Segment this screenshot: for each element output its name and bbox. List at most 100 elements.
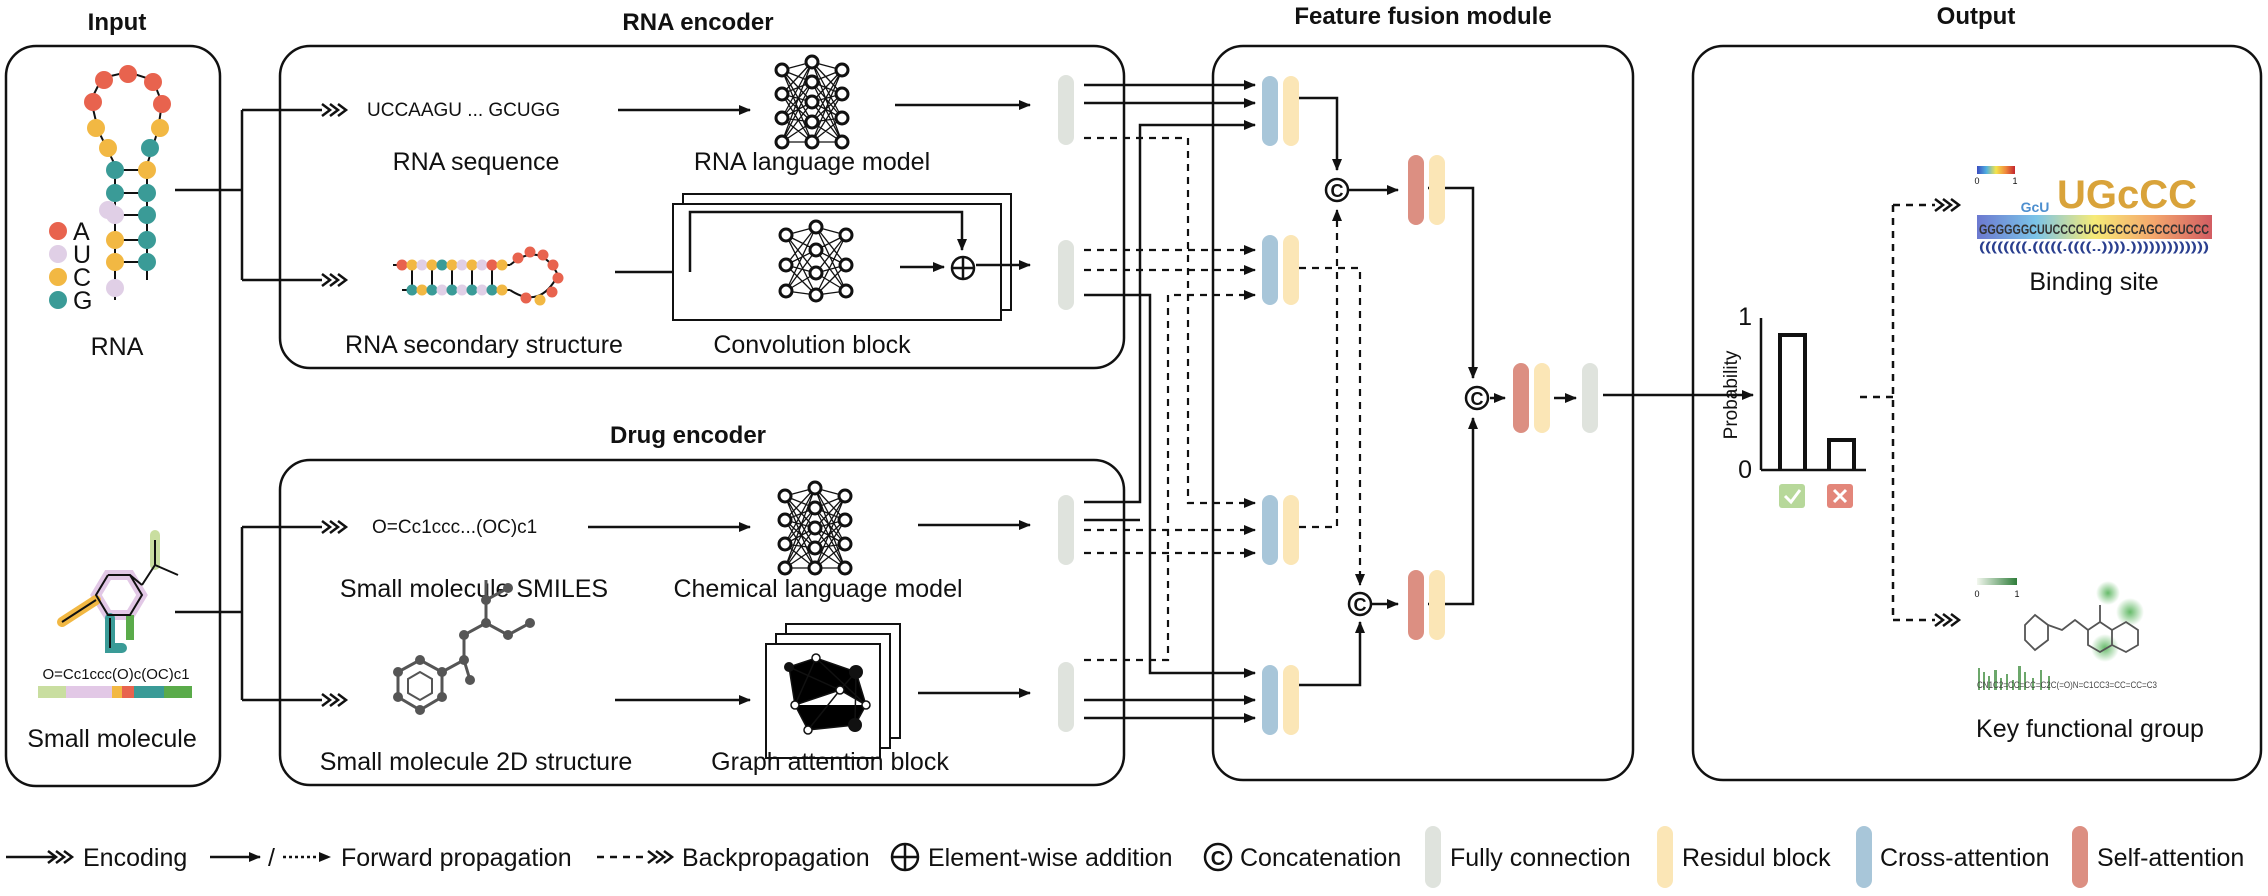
drug-smiles-text: O=Cc1ccc...(OC)c1: [372, 517, 537, 538]
input-smiles-colorbar: [38, 686, 192, 698]
binding-site-sequence: GGGGGGCUUCCCCUCUGCCCAGCCCUCCC: [1979, 221, 2209, 237]
self-attention-block-top: [1408, 155, 1445, 225]
svg-text:C: C: [1211, 848, 1225, 870]
rna-hairpin-structure: [84, 65, 171, 300]
key-scale-max: 1: [2014, 589, 2019, 599]
legend-residual-label: Residul block: [1682, 844, 1831, 872]
legend-cross-swatch: [1856, 826, 1872, 888]
legend-backprop-icon: [597, 850, 675, 864]
probability-tick-one: 1: [1738, 303, 1752, 331]
rna-lm-label: RNA language model: [694, 148, 930, 176]
nucleotide-c-swatch: [49, 268, 67, 286]
rna-structure-fc-bar: [1058, 240, 1074, 310]
negative-cross-icon: [1827, 484, 1853, 508]
binding-site-logo: 0 1 UGcCC GcU GGGGGGCUUCCCCUCUGCCCAGCCCU…: [1974, 166, 2212, 254]
binding-logo-letters-small: GcU: [2021, 199, 2050, 215]
legend-self-label: Self-attention: [2097, 844, 2244, 872]
probability-axis-label: Probability: [1721, 350, 1742, 439]
encoder-to-fusion-connectors: [1084, 80, 1256, 723]
svg-text:C: C: [1471, 389, 1484, 409]
nucleotide-a-swatch: [49, 222, 67, 240]
binding-site-dots: ((((((((.(((((.((((..)))).))))))))))))): [1979, 239, 2209, 254]
legend-self-swatch: [2072, 826, 2088, 888]
probability-tick-zero: 0: [1738, 456, 1752, 484]
binding-scale-max: 1: [2012, 176, 2017, 186]
graph-attention-block-icon: [765, 623, 901, 759]
rna-structure-label: RNA secondary structure: [345, 331, 623, 359]
nucleotide-u-label: U: [73, 241, 91, 269]
small-molecule-structure: [57, 530, 179, 653]
fusion-block-3: [1262, 495, 1299, 565]
nucleotide-a-label: A: [73, 218, 90, 246]
probability-chart: 1 0 Probability: [1721, 303, 1866, 484]
chem-lm-label: Chemical language model: [673, 575, 962, 603]
legend-residual-swatch: [1657, 826, 1673, 888]
fusion-block-2: [1262, 235, 1299, 305]
legend-addition-icon: [890, 842, 920, 872]
binding-scale-min: 0: [1974, 176, 1979, 186]
key-scale-min: 0: [1974, 589, 1979, 599]
concatenation-icon-bottom: C: [1347, 591, 1373, 617]
output-panel: [1691, 44, 2263, 782]
concatenation-icon-top: C: [1324, 177, 1350, 203]
element-wise-add-icon: [950, 255, 976, 281]
fusion-header: Feature fusion module: [1294, 3, 1551, 30]
small-molecule-input-label: Small molecule: [27, 725, 197, 753]
convolution-label: Convolution block: [713, 331, 911, 359]
rna-encoder-header: RNA encoder: [622, 9, 773, 36]
drug-smiles-label: Small molecule SMILES: [340, 575, 608, 603]
graph-fc-bar: [1058, 662, 1074, 732]
legend-forward-label: Forward propagation: [341, 844, 572, 872]
encoding-arrow-structure: [242, 273, 349, 287]
concatenation-icon-final: C: [1464, 385, 1490, 411]
rna-encoder-panel: [278, 44, 1126, 370]
residual-skip-connection: [688, 210, 967, 272]
backprop-connectors: [1084, 136, 1256, 662]
self-attention-block-bottom: [1408, 570, 1445, 640]
encoding-arrow-2d: [242, 693, 349, 707]
rna-input-label: RNA: [91, 333, 144, 361]
output-branch-arrows: [1860, 203, 1935, 622]
svg-text:C: C: [1354, 595, 1367, 615]
key-functional-group-figure: 0 1 CN1C2=CC=CC=C2C(=O)N=C1CC3=CC=CC=C3: [1974, 578, 2157, 690]
molecule-input-connector: [175, 527, 244, 700]
input-header: Input: [88, 9, 147, 36]
input-smiles-text: O=Cc1ccc(O)c(OC)c1: [42, 666, 189, 683]
chemical-language-model-icon: [777, 480, 853, 576]
legend-encoding-icon: [6, 850, 75, 864]
smiles-fc-bar: [1058, 495, 1074, 565]
key-functional-group-label: Key functional group: [1976, 715, 2204, 743]
nucleotide-g-label: G: [73, 287, 92, 315]
bar-negative: [1827, 438, 1856, 470]
encoding-arrow-sequence: [242, 103, 349, 117]
rna-language-model-icon: [774, 54, 850, 150]
input-panel: [4, 44, 222, 788]
svg-text:C: C: [1331, 181, 1344, 201]
fusion-dashed-arrows: [1299, 209, 1365, 586]
fusion-block-1: [1262, 76, 1299, 146]
output-header: Output: [1937, 3, 2016, 30]
binding-site-label: Binding site: [2029, 268, 2158, 296]
fusion-block-4: [1262, 665, 1299, 735]
rna-secondary-structure-glyph: [393, 246, 564, 306]
graph-attention-label: Graph attention block: [711, 748, 949, 776]
legend-concat-label: Concatenation: [1240, 844, 1401, 872]
rna-input-connector: [175, 110, 244, 280]
final-fusion-block: [1513, 363, 1598, 433]
legend-encoding-label: Encoding: [83, 844, 187, 872]
molecule-2d-label: Small molecule 2D structure: [320, 748, 633, 776]
nucleotide-u-swatch: [49, 245, 67, 263]
rna-lm-fc-bar: [1058, 75, 1074, 145]
drug-encoder-panel: [278, 458, 1126, 787]
legend-concat-icon: C: [1203, 842, 1233, 872]
rna-sequence-label: RNA sequence: [393, 148, 560, 176]
legend-forward-separator: /: [268, 844, 275, 872]
molecule-2d-glyph: [393, 580, 535, 715]
legend-addition-label: Element-wise addition: [928, 844, 1173, 872]
rna-sequence-text: UCCAAGU ... GCUGG: [367, 100, 560, 121]
convolution-network-icon: [778, 219, 854, 303]
key-group-sequence: CN1C2=CC=CC=C2C(=O)N=C1CC3=CC=CC=C3: [1977, 680, 2157, 690]
output-chevrons: [1934, 198, 1962, 627]
legend-fully-label: Fully connection: [1450, 844, 1631, 872]
